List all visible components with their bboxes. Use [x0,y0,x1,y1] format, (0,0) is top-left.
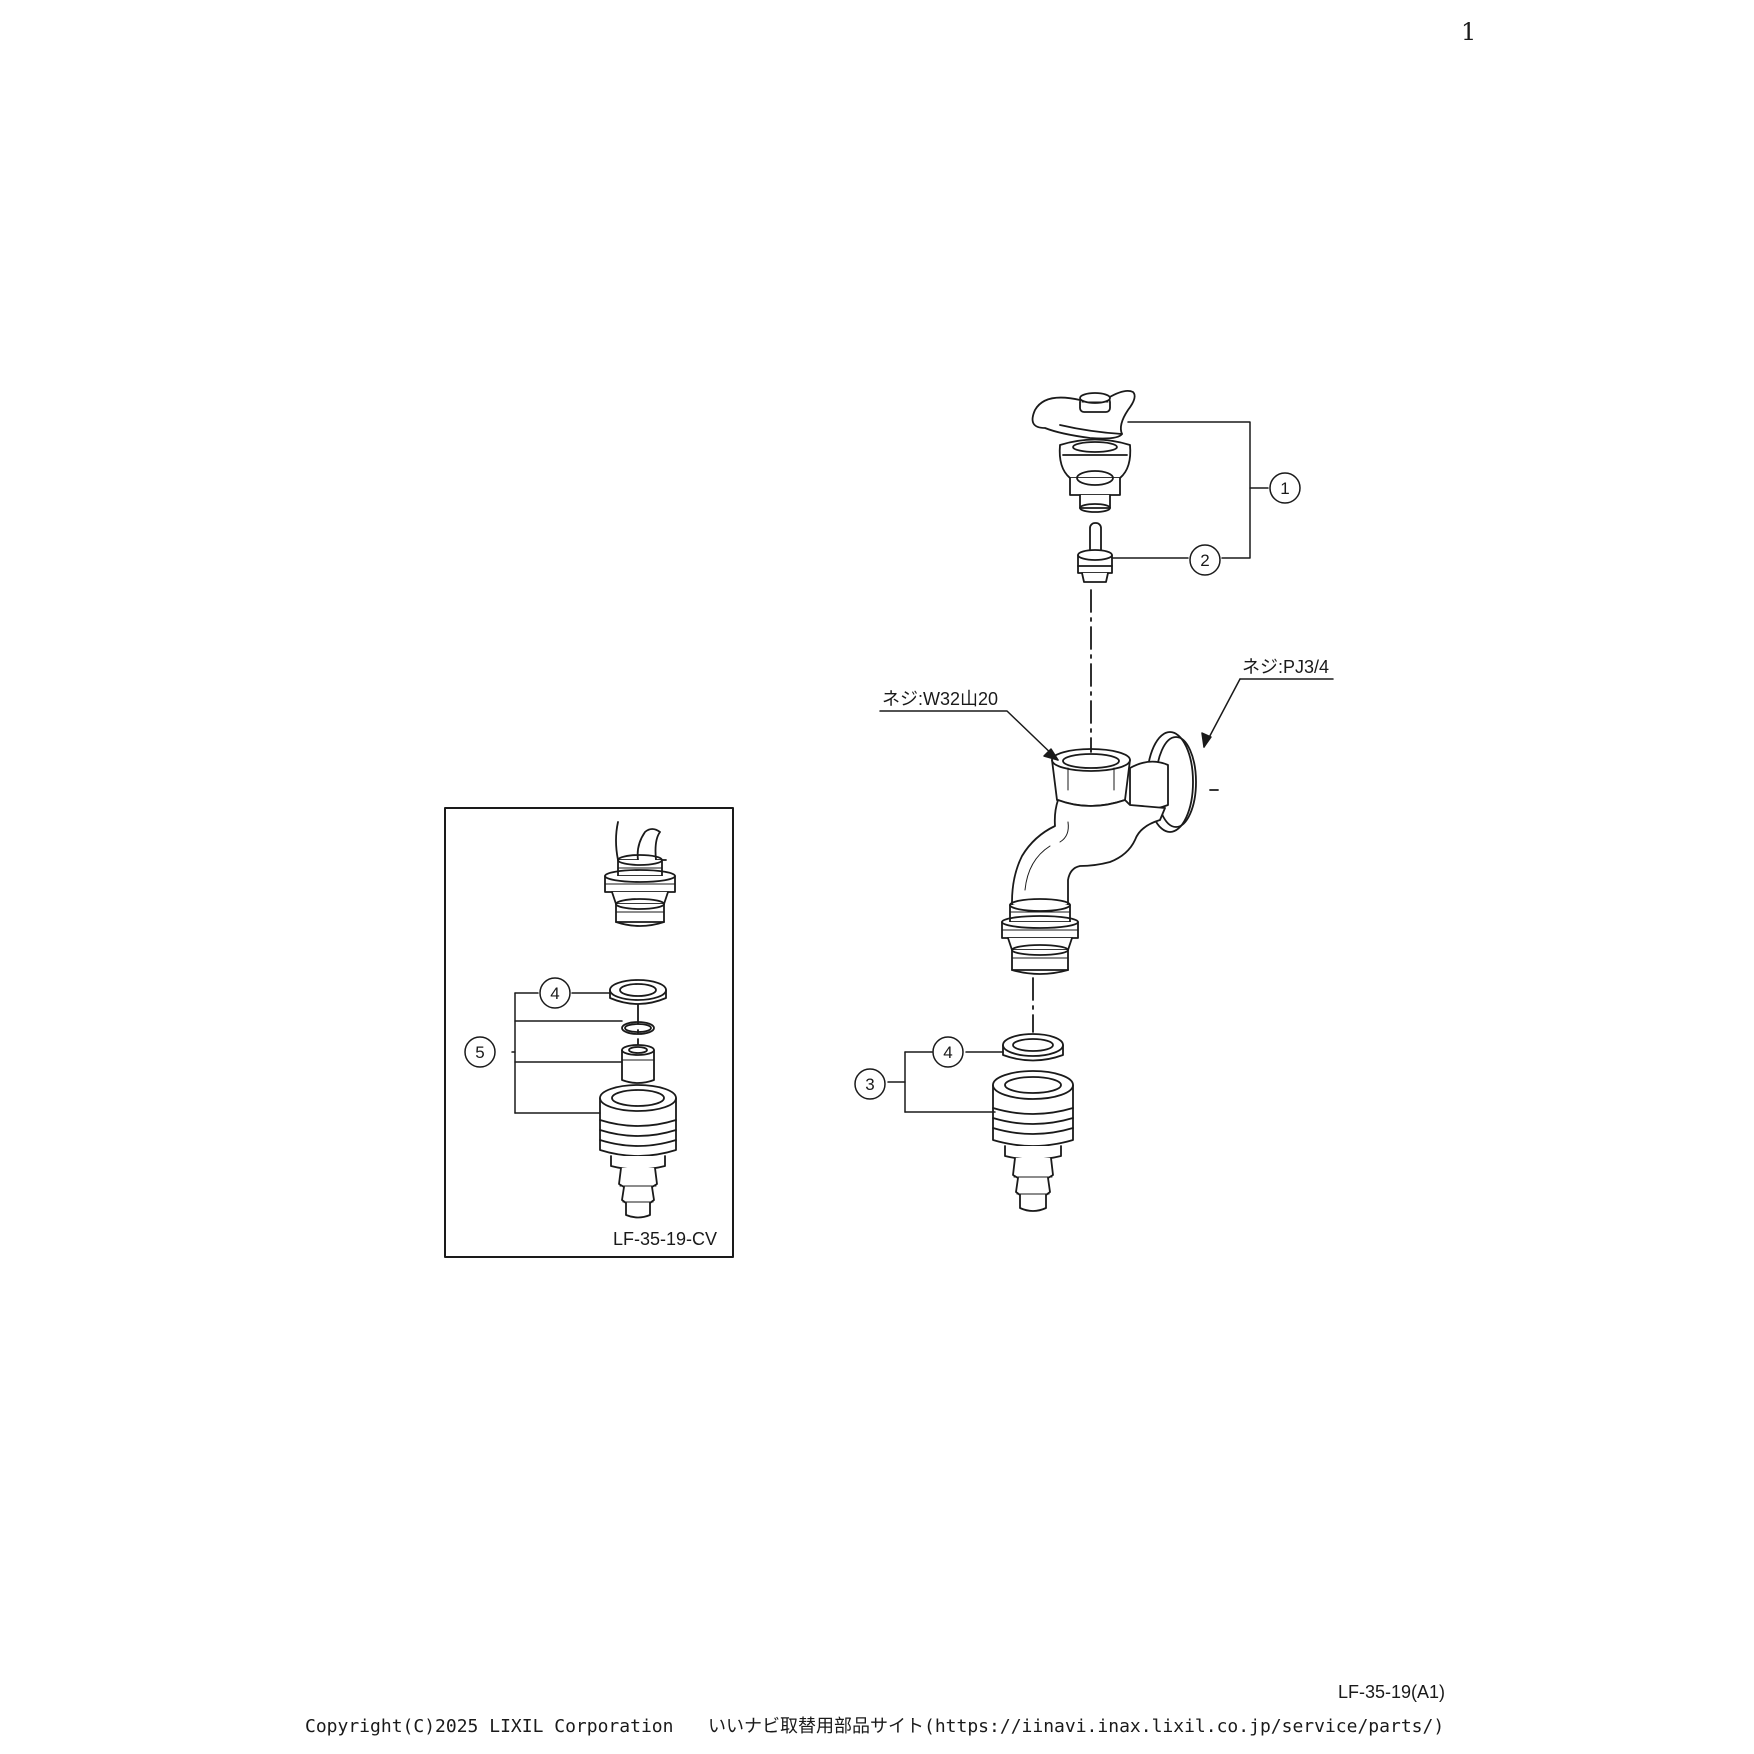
callout-3-number: 3 [865,1075,874,1094]
document-code: LF-35-19(A1) [1338,1682,1446,1702]
callout-4-main-number: 4 [943,1043,952,1062]
center-lines [637,589,1092,1083]
callout-2-number: 2 [1200,551,1209,570]
callout-bracket-4-5-inset [511,992,623,1114]
callout-bracket-3-4 [887,1051,1004,1113]
inset-o-ring [621,1021,655,1035]
inset-hose-nipple [599,1084,677,1219]
site-reference: いいナビ取替用部品サイト(https://iinavi.inax.lixil.c… [708,1716,1445,1737]
callout-circles-main [854,472,1301,1100]
callout-5-number: 5 [475,1043,484,1062]
callout-1-number: 1 [1280,479,1289,498]
thread-label-pj: ネジ:PJ3/4 [1242,657,1329,677]
inset-check-valve [621,1044,655,1084]
thread-leaders [879,678,1334,761]
inset-washer [609,979,667,1005]
callout-circles-inset [464,977,571,1068]
inset-title: LF-35-19-CV [613,1229,717,1249]
inset-frame [444,807,734,1258]
callout-4-inset-number: 4 [550,984,559,1003]
inset-spout-end [604,821,676,927]
thread-label-w32: ネジ:W32山20 [882,689,998,709]
washer-main [1002,1033,1064,1062]
handle-valve-top-assembly [1031,389,1136,513]
spindle-valve-part [1077,522,1113,583]
copyright-notice: Copyright(C)2025 LIXIL Corporation [305,1716,674,1737]
faucet-body [1001,731,1219,975]
callout-bracket-1-2 [1111,421,1269,559]
page-number: 1 [1461,18,1477,46]
hose-nipple-main [992,1070,1074,1212]
